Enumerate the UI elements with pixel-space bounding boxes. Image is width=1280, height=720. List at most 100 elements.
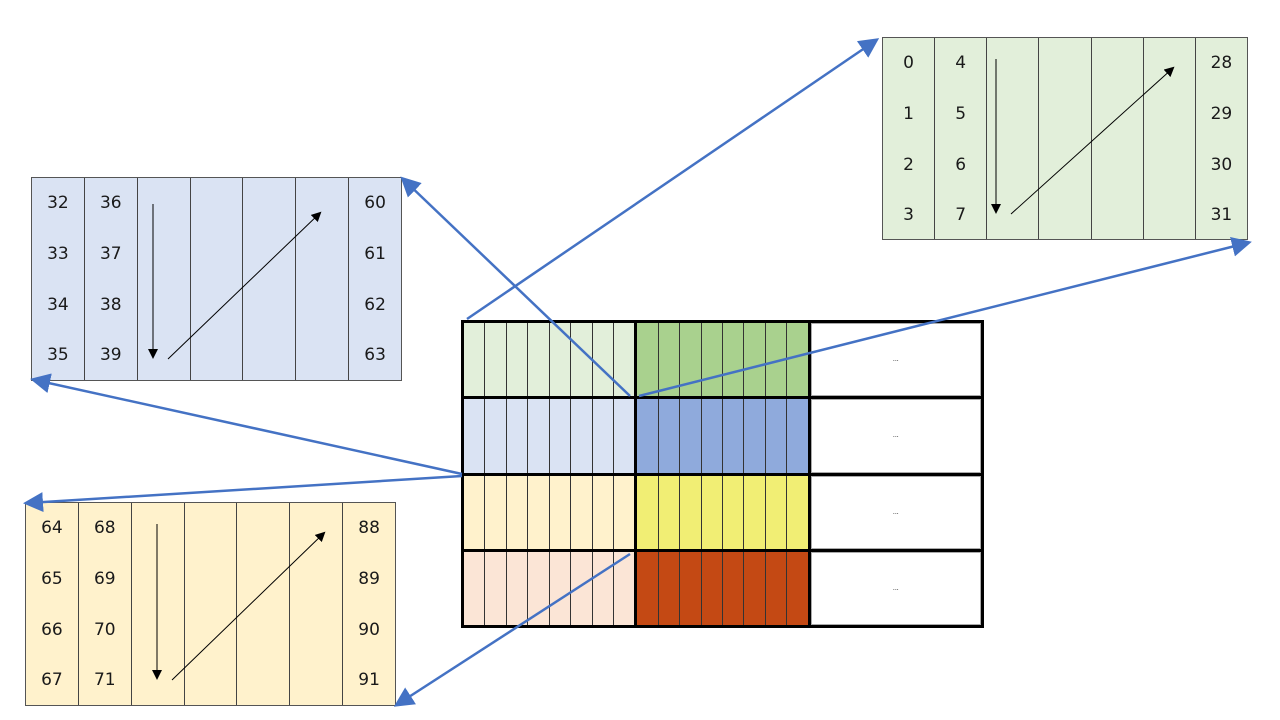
element-index: 37 (99, 244, 122, 264)
element-index: 34 (47, 295, 69, 315)
element-index: 66 (41, 620, 63, 640)
element-index: 88 (358, 518, 380, 538)
column-stripe (723, 399, 745, 473)
column-stripe (680, 399, 702, 473)
column-stripe (766, 475, 788, 549)
column-stripe (485, 323, 507, 397)
row-green-block-dark (637, 323, 808, 397)
panel-column (191, 178, 244, 380)
element-index: 28 (1210, 53, 1233, 73)
panel-column (296, 178, 350, 380)
panel-column (1092, 38, 1144, 239)
element-index: 64 (41, 518, 63, 538)
element-index: 2 (903, 155, 914, 175)
panel-column (1144, 38, 1196, 239)
column-stripe (637, 551, 659, 625)
row-peach-block-remaining: ... (810, 551, 981, 625)
ellipsis-label: ... (892, 584, 899, 592)
column-stripe (550, 323, 572, 397)
element-index: 5 (955, 104, 967, 124)
column-stripe (787, 323, 807, 396)
connector-blue-bottom (30, 373, 463, 476)
column-stripe (723, 551, 745, 625)
column-stripe (614, 399, 634, 472)
column-stripe (528, 323, 550, 397)
column-stripe (528, 399, 550, 473)
column-stripe (744, 475, 766, 549)
element-index: 71 (93, 670, 116, 690)
panel-column (987, 38, 1040, 239)
column-stripe (702, 399, 724, 473)
column-stripe (485, 551, 507, 625)
column-stripe (744, 551, 766, 625)
column-stripe (702, 551, 724, 625)
column-stripe (550, 399, 572, 473)
row-yellow-block-dark (637, 475, 808, 549)
element-index: 35 (47, 345, 69, 365)
element-index: 62 (364, 295, 386, 315)
column-stripe (464, 475, 486, 549)
column-stripe (464, 323, 486, 397)
ellipsis-label: ... (892, 508, 899, 516)
element-index: 68 (93, 518, 116, 538)
column-stripe (680, 323, 702, 397)
column-stripe (485, 399, 507, 473)
column-stripe (528, 551, 550, 625)
row-yellow-block-light (464, 475, 635, 549)
column-stripe (659, 475, 681, 549)
column-stripe (787, 476, 807, 549)
row-yellow-block-remaining: ... (810, 475, 981, 549)
element-index: 31 (1210, 205, 1233, 225)
panel-column (243, 178, 297, 380)
column-stripe (680, 551, 702, 625)
column-stripe (464, 551, 486, 625)
column-stripe (702, 475, 724, 549)
column-stripe (702, 323, 724, 397)
element-index: 32 (47, 193, 69, 213)
matrix-grid: ............ (461, 320, 984, 628)
element-index: 33 (47, 244, 69, 264)
column-stripe (507, 399, 529, 473)
column-stripe (593, 399, 614, 473)
row-green-block-light (464, 323, 635, 397)
row-peach-block-dark (637, 551, 808, 625)
column-stripe (614, 552, 634, 625)
element-index: 61 (364, 244, 386, 264)
column-stripe (766, 551, 788, 625)
column-stripe (659, 551, 681, 625)
column-stripe (744, 399, 766, 473)
element-index: 67 (41, 670, 63, 690)
panel-column (1039, 38, 1092, 239)
column-stripe (744, 323, 766, 397)
column-stripe (766, 399, 788, 473)
column-stripe (637, 399, 659, 473)
row-peach-block-light (464, 551, 635, 625)
column-stripe (614, 476, 634, 549)
column-stripe (680, 475, 702, 549)
connector-green-left (466, 38, 880, 321)
panel-column: 32 33 34 35 (32, 178, 85, 380)
element-index: 89 (358, 569, 380, 589)
element-index: 60 (364, 193, 386, 213)
row-blue-block-dark (637, 399, 808, 473)
column-stripe (659, 323, 681, 397)
panel-column (185, 503, 238, 705)
panel-column (290, 503, 344, 705)
column-stripe (723, 475, 745, 549)
column-stripe (787, 399, 807, 472)
panel-column (237, 503, 291, 705)
panel-column (132, 503, 185, 705)
column-stripe (593, 323, 614, 397)
column-stripe (571, 551, 593, 625)
element-index: 65 (41, 569, 63, 589)
column-stripe (571, 399, 593, 473)
